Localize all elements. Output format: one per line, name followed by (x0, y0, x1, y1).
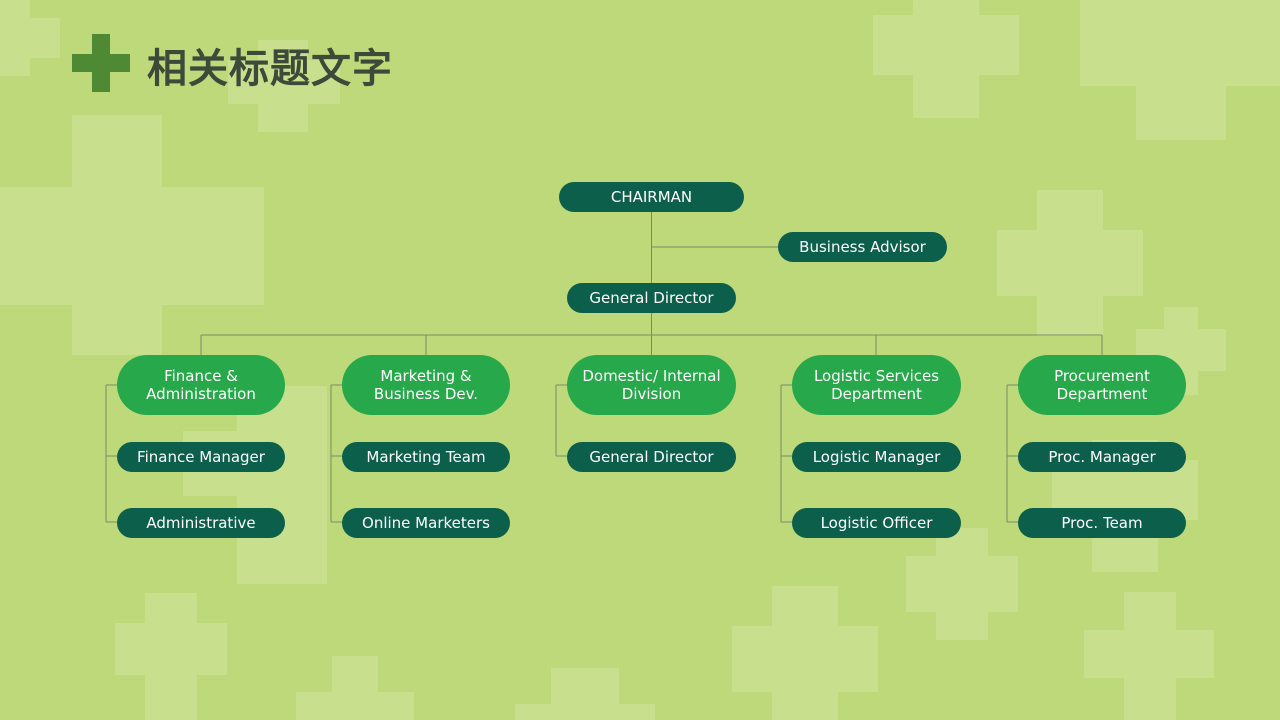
director-node[interactable]: General Director (567, 283, 736, 313)
department-node-logistic[interactable]: Logistic Services Department (792, 355, 961, 415)
department-node-finance[interactable]: Finance & Administration (117, 355, 285, 415)
member-node[interactable]: Proc. Manager (1018, 442, 1186, 472)
title-cross-icon (72, 34, 130, 92)
chairman-node[interactable]: CHAIRMAN (559, 182, 744, 212)
member-node[interactable]: Marketing Team (342, 442, 510, 472)
member-node[interactable]: Logistic Officer (792, 508, 961, 538)
member-node[interactable]: General Director (567, 442, 736, 472)
department-node-domestic[interactable]: Domestic/ Internal Division (567, 355, 736, 415)
member-node[interactable]: Administrative (117, 508, 285, 538)
page-title: 相关标题文字 (147, 46, 393, 92)
member-node[interactable]: Finance Manager (117, 442, 285, 472)
member-node[interactable]: Logistic Manager (792, 442, 961, 472)
advisor-node[interactable]: Business Advisor (778, 232, 947, 262)
department-node-procurement[interactable]: Procurement Department (1018, 355, 1186, 415)
member-node[interactable]: Online Marketers (342, 508, 510, 538)
department-node-marketing[interactable]: Marketing & Business Dev. (342, 355, 510, 415)
member-node[interactable]: Proc. Team (1018, 508, 1186, 538)
